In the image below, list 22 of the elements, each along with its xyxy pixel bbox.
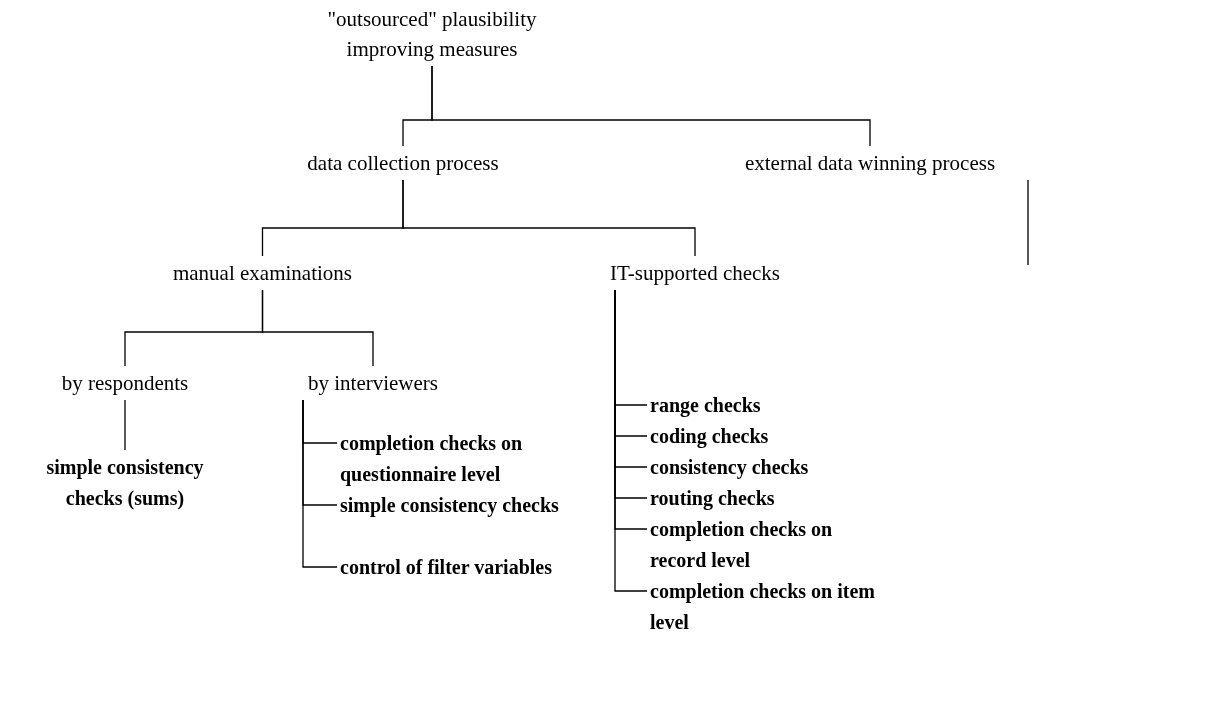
connector-line [402,179,696,257]
check-item: coding checks [650,421,890,452]
check-item: consistency checks [650,452,890,483]
category-label: "outsourced" plausibility improving measures [282,4,582,64]
category-label: IT-supported checks [595,258,795,288]
connector-line [1027,179,1029,266]
check-item: control of filter variables [340,552,580,583]
check-item: completion checks on item level [650,576,890,638]
connector-line [614,289,648,592]
category-label: data collection process [293,148,513,178]
check-item: routing checks [650,483,890,514]
category-label: by interviewers [293,368,453,398]
check-item: simple consistency checks [340,490,580,521]
category-label: by respondents [45,368,205,398]
connector-line [261,289,374,367]
connector-line [431,65,871,147]
category-label: manual examinations [165,258,360,288]
connector-line [124,399,126,451]
category-label: external data winning process [705,148,1035,178]
connector-line [302,399,338,568]
check-item: range checks [650,390,890,421]
check-item: simple consistency checks (sums) [35,452,215,514]
